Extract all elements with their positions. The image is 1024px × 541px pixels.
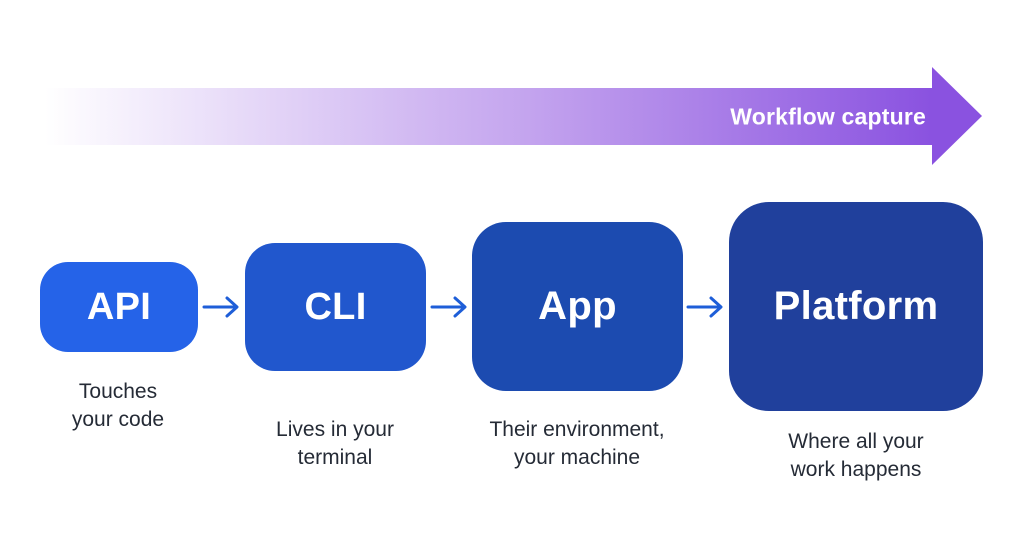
workflow-capture-label: Workflow capture (730, 103, 926, 129)
api-caption-line2: your code (71, 408, 165, 431)
platform-caption-line2: work happens (790, 458, 922, 481)
arrow-cli-to-app-icon (430, 296, 467, 318)
cli-box-label: CLI (304, 285, 367, 328)
api-box-label: API (86, 285, 152, 328)
app-box: App (472, 222, 683, 391)
arrow-api-to-cli-icon (202, 296, 239, 318)
workflow-arrowhead-icon (932, 67, 982, 165)
arrow-app-to-platform-icon (686, 296, 723, 318)
platform-caption-line1: Where all your (788, 430, 924, 453)
cli-caption: Lives in your terminal (237, 416, 433, 472)
app-caption-line1: Their environment, (489, 418, 665, 441)
cli-box: CLI (245, 243, 426, 371)
cli-caption-line2: terminal (297, 446, 373, 469)
platform-box: Platform (729, 202, 983, 411)
workflow-capture-bar: Workflow capture (45, 88, 932, 145)
api-caption: Touches your code (30, 378, 206, 434)
api-caption-line1: Touches (78, 380, 158, 403)
api-box: API (40, 262, 198, 352)
app-caption-line2: your machine (513, 446, 641, 469)
platform-caption: Where all your work happens (726, 428, 986, 484)
app-caption: Their environment, your machine (447, 416, 707, 472)
app-box-label: App (538, 284, 617, 328)
cli-caption-line1: Lives in your (276, 418, 394, 441)
platform-box-label: Platform (773, 284, 939, 328)
